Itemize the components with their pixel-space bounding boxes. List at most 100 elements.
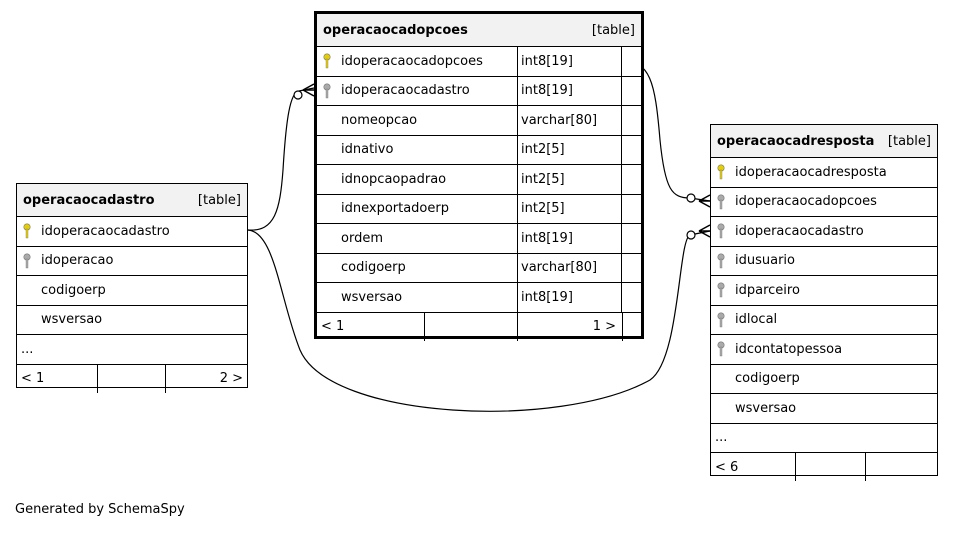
foreign-key-icon bbox=[711, 282, 731, 298]
column-type: int2[5] bbox=[517, 194, 621, 223]
column-name: codigoerp bbox=[735, 371, 800, 387]
foreign-key-icon bbox=[711, 194, 731, 210]
column-row[interactable]: idparceiro bbox=[711, 276, 937, 306]
column-name: idnopcaopadrao bbox=[341, 171, 447, 187]
column-type: int8[19] bbox=[517, 76, 621, 105]
primary-key-icon bbox=[317, 53, 337, 69]
column-name: idparceiro bbox=[735, 282, 800, 298]
foreign-key-icon bbox=[17, 253, 37, 269]
footer-spacer bbox=[622, 312, 641, 341]
table-name[interactable]: operacaocadopcoes bbox=[323, 22, 468, 38]
generated-by-label: Generated by SchemaSpy bbox=[15, 502, 185, 517]
column-type: int8[19] bbox=[517, 283, 621, 312]
column-row[interactable]: codigoerp bbox=[711, 365, 937, 394]
link-cadastro-opcoes-crowfoot bbox=[302, 83, 315, 97]
column-type: int8[19] bbox=[517, 47, 621, 76]
column-row[interactable]: idnopcaopadrao int2[5] bbox=[317, 165, 641, 195]
column-type: varchar[80] bbox=[517, 253, 621, 282]
column-spacer bbox=[621, 135, 641, 164]
foreign-key-icon bbox=[711, 312, 731, 328]
column-name: idlocal bbox=[735, 312, 778, 328]
column-name: idnexportadoerp bbox=[341, 201, 449, 217]
column-list: idoperacaocadastro idoperacao codigoerp wsv… bbox=[17, 217, 247, 335]
column-spacer bbox=[621, 47, 641, 76]
column-name: idoperacaocadopcoes bbox=[341, 53, 483, 69]
column-spacer bbox=[621, 165, 641, 194]
link-cadastro-opcoes-optional-mark bbox=[293, 90, 303, 100]
column-name: wsversao bbox=[735, 400, 797, 416]
column-name: codigoerp bbox=[341, 260, 406, 276]
foreign-key-icon bbox=[317, 83, 337, 99]
column-row[interactable]: ordem int8[19] bbox=[317, 224, 641, 254]
footer-spacer bbox=[866, 453, 937, 481]
table-name[interactable]: operacaocadastro bbox=[23, 192, 155, 208]
foreign-key-icon bbox=[711, 223, 731, 239]
column-row[interactable]: idcontatopessoa bbox=[711, 335, 937, 365]
column-row[interactable]: wsversao bbox=[711, 394, 937, 424]
column-type: int2[5] bbox=[517, 165, 621, 194]
column-row[interactable]: idoperacaocadastro bbox=[17, 217, 247, 247]
column-type: int8[19] bbox=[517, 224, 621, 253]
table-operacaocadopcoes[interactable]: operacaocadopcoes [table] idoperacaocado… bbox=[314, 11, 644, 341]
column-name: wsversao bbox=[41, 312, 103, 328]
footer-spacer bbox=[425, 312, 518, 341]
primary-key-icon bbox=[17, 223, 37, 239]
link-cadastro-opcoes bbox=[247, 87, 315, 231]
nav-next[interactable]: 1 > bbox=[592, 319, 616, 334]
table-name[interactable]: operacaocadresposta bbox=[717, 133, 875, 149]
table-operacaocadastro[interactable]: operacaocadastro [table] idoperacaocadas… bbox=[16, 183, 248, 393]
table-operacaocadresposta[interactable]: operacaocadresposta [table] idoperacaoca… bbox=[710, 124, 938, 481]
table-header: operacaocadresposta [table] bbox=[711, 125, 937, 158]
column-name: idcontatopessoa bbox=[735, 341, 843, 357]
column-spacer bbox=[621, 194, 641, 223]
column-spacer bbox=[621, 76, 641, 105]
column-row[interactable]: idoperacaocadopcoes bbox=[711, 188, 937, 217]
footer-spacer bbox=[796, 453, 866, 481]
nav-prev[interactable]: < 1 bbox=[317, 312, 425, 341]
column-row[interactable]: idoperacaocadresposta bbox=[711, 158, 937, 188]
link-opcoes-resposta-optional-mark bbox=[686, 193, 696, 203]
primary-key-icon bbox=[711, 164, 731, 180]
column-row[interactable]: wsversao int8[19] bbox=[317, 283, 641, 313]
more-columns: ... bbox=[711, 424, 937, 453]
table-footer: < 1 1 > bbox=[317, 312, 641, 341]
column-name: idoperacaocadastro bbox=[735, 223, 864, 239]
table-header: operacaocadopcoes [table] bbox=[317, 14, 641, 47]
table-footer: < 1 2 > bbox=[17, 364, 247, 393]
column-name: ordem bbox=[341, 230, 383, 246]
column-row[interactable]: idlocal bbox=[711, 306, 937, 335]
column-name: idoperacaocadopcoes bbox=[735, 194, 877, 210]
column-name: idusuario bbox=[735, 253, 795, 269]
column-row[interactable]: codigoerp varchar[80] bbox=[317, 253, 641, 283]
column-row[interactable]: codigoerp bbox=[17, 276, 247, 306]
nav-prev[interactable]: < 6 bbox=[711, 453, 796, 481]
column-name: idnativo bbox=[341, 142, 394, 158]
nav-next[interactable]: 2 > bbox=[219, 371, 243, 386]
table-footer: < 6 bbox=[711, 453, 937, 481]
column-type: int2[5] bbox=[517, 135, 621, 164]
foreign-key-icon bbox=[711, 253, 731, 269]
column-type: varchar[80] bbox=[517, 106, 621, 135]
nav-prev[interactable]: < 1 bbox=[17, 364, 98, 393]
column-name: wsversao bbox=[341, 289, 403, 305]
column-row[interactable]: idoperacao bbox=[17, 247, 247, 276]
column-name: idoperacao bbox=[41, 253, 114, 269]
column-row[interactable]: nomeopcao varchar[80] bbox=[317, 106, 641, 136]
column-name: idoperacaocadresposta bbox=[735, 164, 887, 180]
column-row[interactable]: idusuario bbox=[711, 247, 937, 276]
column-row[interactable]: idoperacaocadopcoes int8[19] bbox=[317, 47, 641, 77]
table-header: operacaocadastro [table] bbox=[17, 184, 247, 217]
column-row[interactable]: wsversao bbox=[17, 306, 247, 335]
link-cadastro-resposta bbox=[247, 229, 711, 412]
column-row[interactable]: idnativo int2[5] bbox=[317, 135, 641, 165]
table-type-label: [table] bbox=[197, 192, 241, 208]
table-type-label: [table] bbox=[591, 22, 635, 38]
column-name: nomeopcao bbox=[341, 112, 418, 128]
column-row[interactable]: idoperacaocadastro bbox=[711, 217, 937, 247]
column-name: codigoerp bbox=[41, 282, 106, 298]
foreign-key-icon bbox=[711, 341, 731, 357]
column-row[interactable]: idnexportadoerp int2[5] bbox=[317, 194, 641, 224]
